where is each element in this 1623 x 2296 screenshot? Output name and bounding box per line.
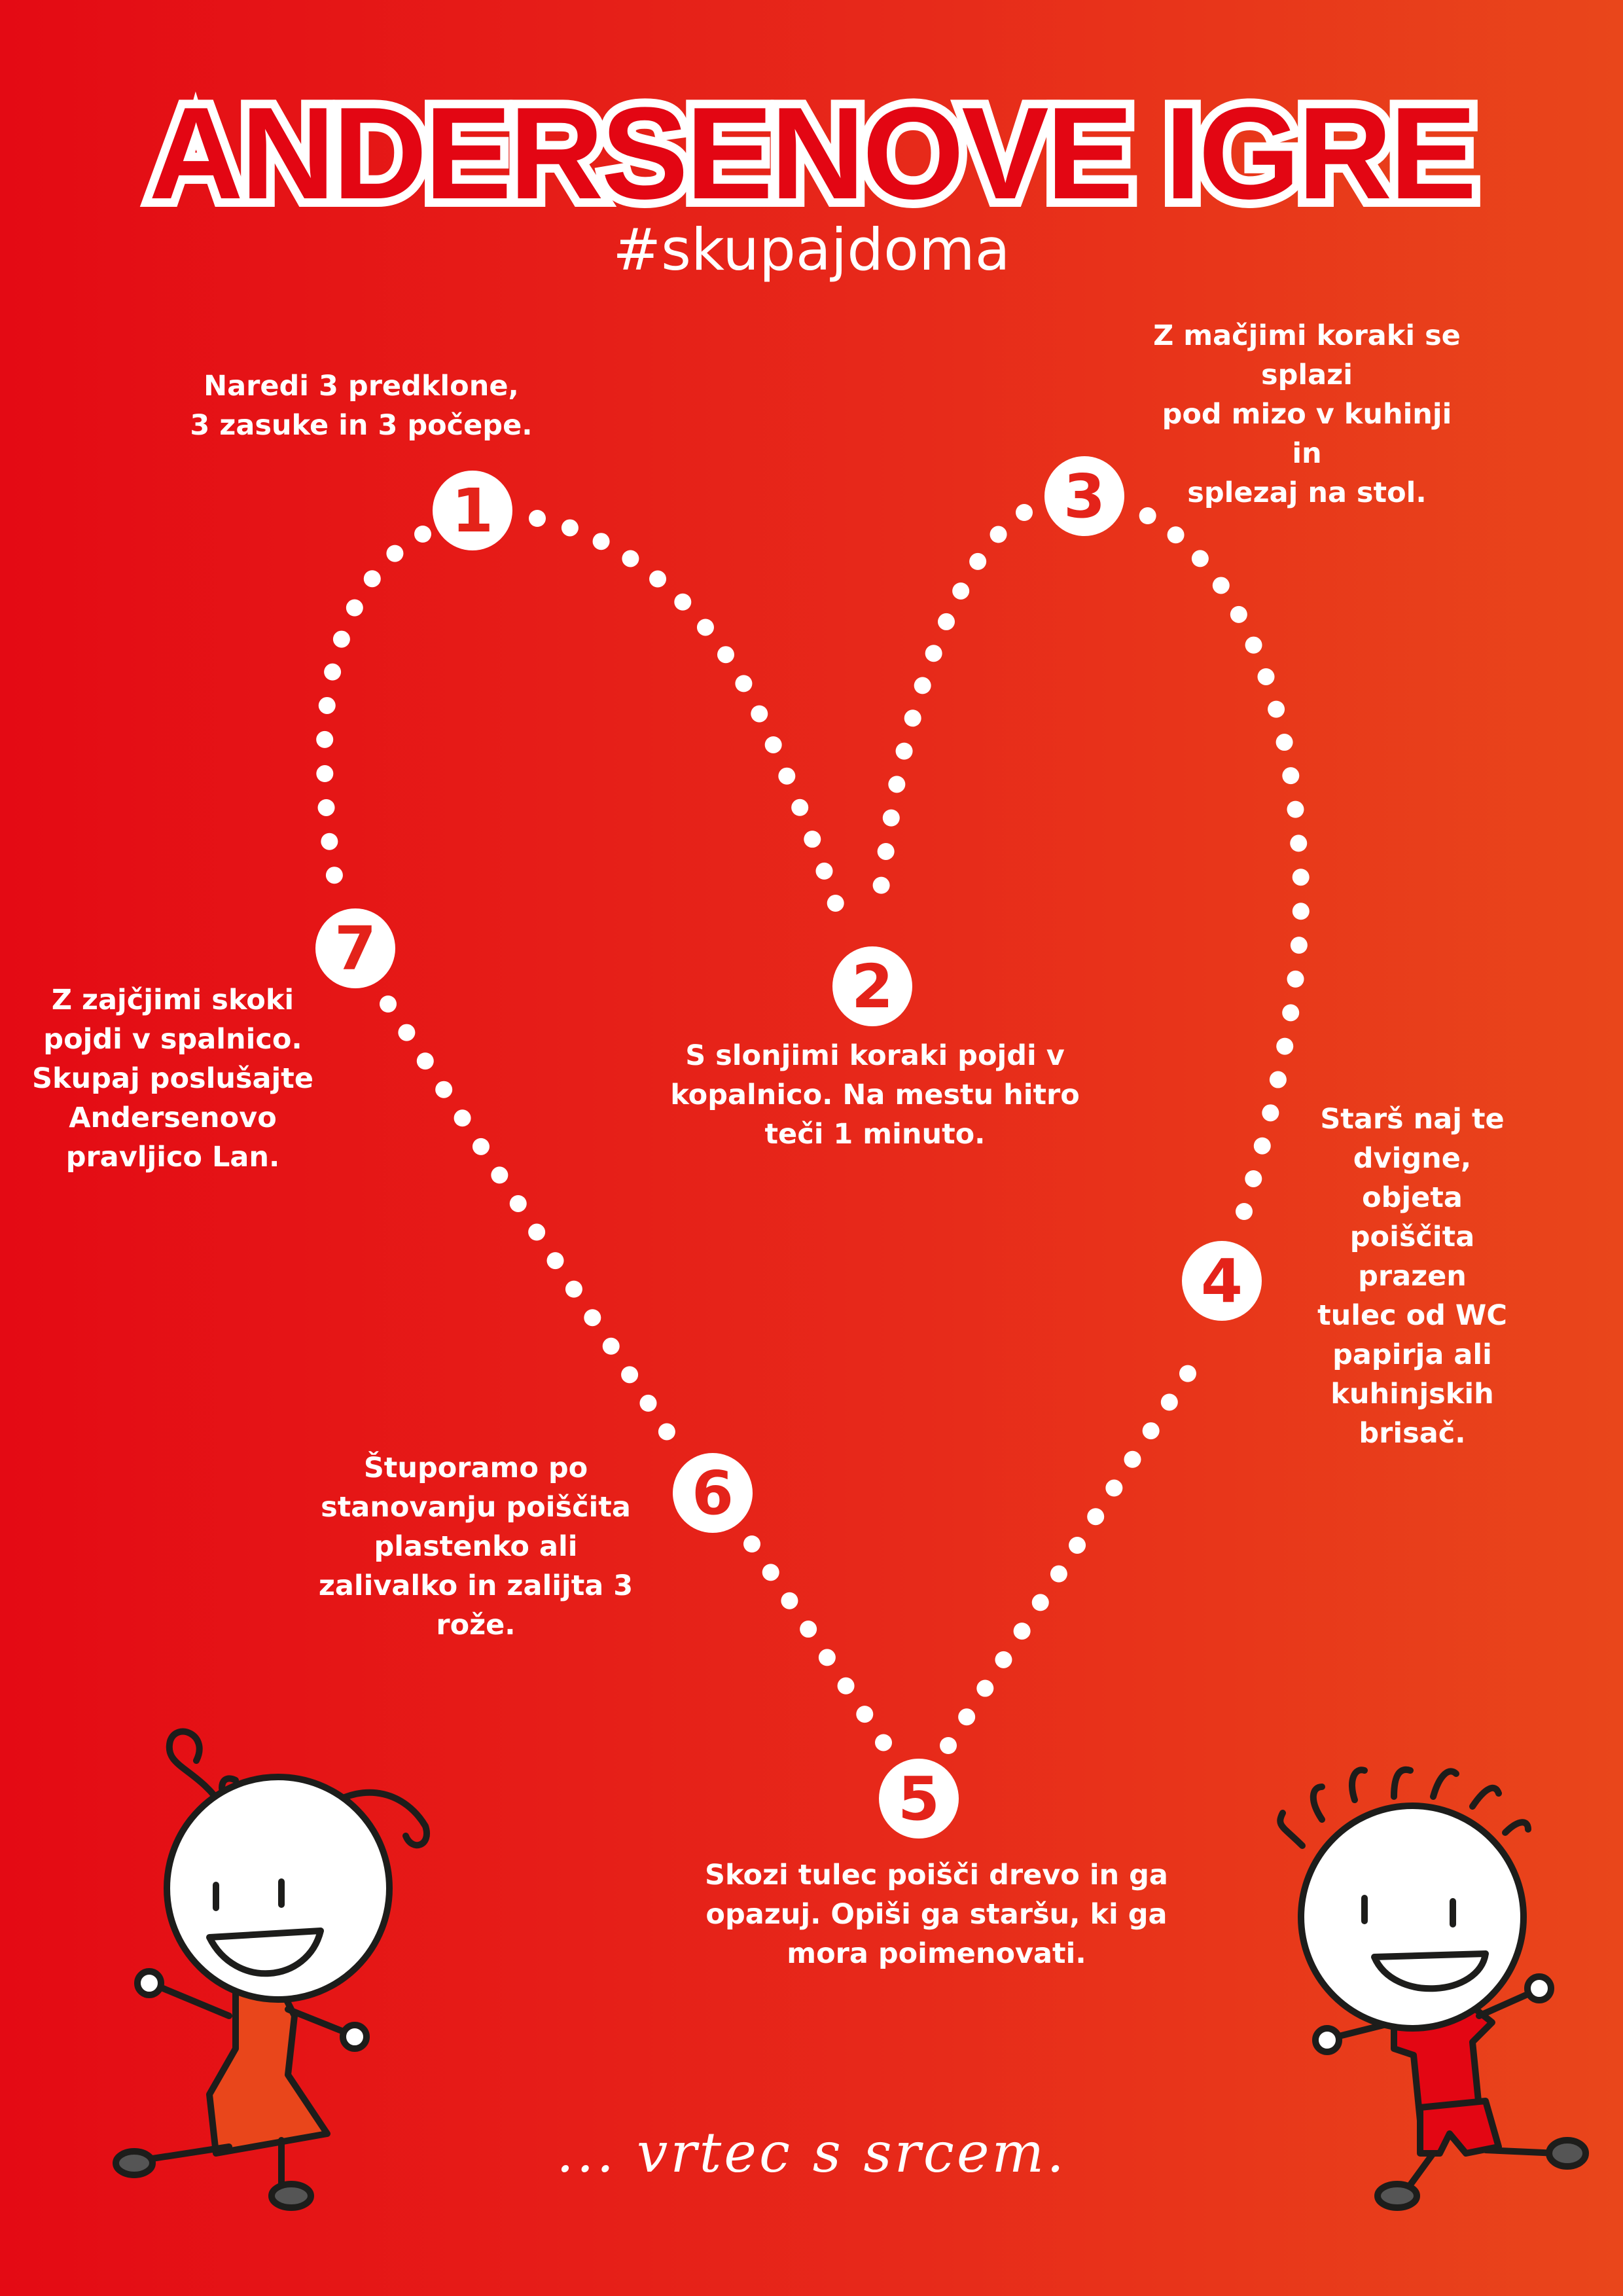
step-text-7: Z zajčjimi skoki pojdi v spalnico. Skupa…	[31, 984, 314, 1174]
step-marker-1: 1	[433, 471, 512, 550]
girl-illustration	[113, 1728, 430, 2211]
step-marker-6: 6	[673, 1453, 753, 1533]
path-4-to-3	[1133, 504, 1310, 1220]
footer-slogan: ... vrtec s srcem.	[556, 2121, 1067, 2185]
path-5-to-4	[940, 1364, 1197, 1754]
step-text-2: S slonjimi koraki pojdi v kopalnico. Na …	[670, 1039, 1080, 1151]
step-text-5: Skozi tulec poišči drevo in ga opazuj. O…	[705, 1859, 1168, 1970]
page-title: ANDERSENOVE IGRE	[140, 72, 1485, 235]
path-6-to-5	[743, 1535, 894, 1754]
step-text-4: Starš naj te dvigne, objeta poiščita pra…	[1317, 1103, 1507, 1450]
step-marker-2: 2	[832, 946, 912, 1026]
hashtag: #skupajdoma	[613, 216, 1010, 283]
path-1-to-2	[529, 510, 854, 942]
step-text-3: Z mačjimi koraki se splazi pod mizo v ku…	[1153, 319, 1461, 509]
path-3-to-2	[870, 504, 1033, 927]
boy-illustration	[1277, 1766, 1589, 2211]
step-marker-7: 7	[315, 908, 395, 988]
step-marker-5: 5	[879, 1759, 959, 1839]
step-marker-3: 3	[1044, 456, 1124, 536]
step-marker-4: 4	[1182, 1241, 1262, 1321]
path-1-to-7	[315, 526, 431, 888]
step-text-6: Štuporamo po stanovanju poiščita plasten…	[318, 1452, 633, 1641]
path-7-to-6	[380, 996, 682, 1450]
step-text-1: Naredi 3 predklone, 3 zasuke in 3 počepe…	[190, 370, 533, 442]
